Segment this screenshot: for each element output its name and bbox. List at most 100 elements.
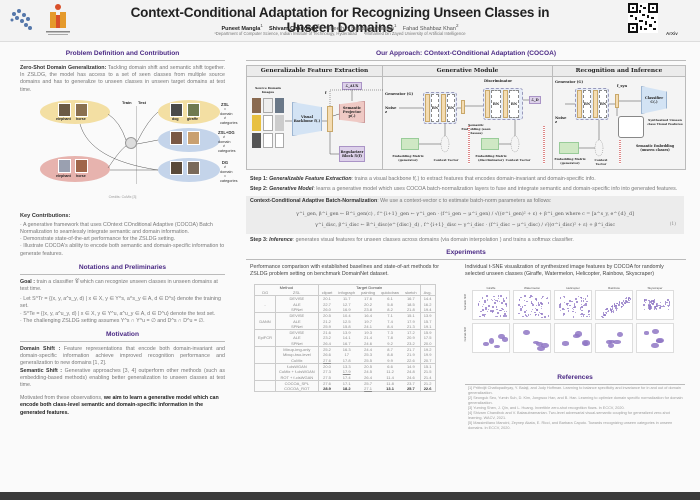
tsne-point <box>535 304 538 307</box>
tsne-point <box>624 297 627 300</box>
tsne-point <box>538 304 540 306</box>
tsne-point <box>649 307 651 309</box>
tsne-point <box>605 308 608 311</box>
tsne-point <box>477 303 480 305</box>
dog-art-image <box>170 130 183 145</box>
value-cell: 8.4 <box>387 323 393 329</box>
tsne-point <box>666 301 668 304</box>
value-cell: 22.7 <box>323 301 331 307</box>
zsl-method-cell: CuMix <box>275 357 319 364</box>
tsne-point <box>628 301 630 304</box>
tsne-point <box>524 295 526 297</box>
tsne-point <box>654 307 657 309</box>
reference-item: [2] Seonguk Seo, Yumin Suh, D. Kim, Jong… <box>468 395 683 405</box>
tsne-point <box>644 301 647 304</box>
panel3-arrows <box>565 100 641 157</box>
tsne-point <box>605 312 608 314</box>
tsne-point <box>562 308 564 310</box>
tsne-point <box>664 301 667 303</box>
tsne-point <box>656 303 659 306</box>
tsne-point <box>616 307 619 310</box>
value-cell: 21.4 <box>423 374 432 380</box>
value-cell: 22.6 <box>423 386 432 392</box>
tsne-point <box>484 313 486 316</box>
image-label: horse <box>76 173 86 178</box>
context-vector-label: Context Vector <box>505 158 531 162</box>
value-cell: 20.9 <box>402 335 421 341</box>
horse-sketch-image <box>75 158 88 173</box>
value-cell: 12.7 <box>342 301 351 307</box>
arxiv-label[interactable]: ArXiv <box>666 31 678 36</box>
value-cell: 18.5 <box>402 301 421 307</box>
value-cell: 7.4 <box>387 318 393 324</box>
tsne-point <box>522 315 524 318</box>
tsne-point <box>540 305 543 308</box>
key-contributions-heading: Key Contributions: <box>20 212 71 219</box>
zsl-method-cell: Mixup-two-level <box>275 352 319 358</box>
tsne-point <box>618 304 620 306</box>
tsne-point <box>573 302 576 305</box>
column-header: ZSL <box>275 290 319 296</box>
value-cell: 13.1 <box>386 386 394 392</box>
tsne-point <box>643 300 646 302</box>
f-syn-label: f_syn <box>617 84 628 88</box>
synthesized-feature <box>615 94 619 108</box>
figure-credits: Credits: CuMix [3] <box>108 194 137 199</box>
motivation-conclusion: Motivated from these observations, we ai… <box>20 395 225 417</box>
author-name: Shivam Chandhok <box>269 25 317 32</box>
tsne-point <box>611 306 614 308</box>
value-cell: 19.2 <box>423 347 432 353</box>
cocoa-bn-box: Context-Conditional Adaptive Batch-Norma… <box>246 196 684 234</box>
tsne-cluster <box>541 343 549 349</box>
tsne-point <box>647 305 650 307</box>
noise-label: Noise z <box>385 106 397 115</box>
tsne-point <box>503 300 505 302</box>
method-steps: Step 1: Generalizable Feature Extraction… <box>246 176 684 244</box>
tsne-point <box>621 302 623 304</box>
tsne-point <box>559 297 562 299</box>
tsne-point <box>662 304 665 307</box>
value-cell: 12.5 <box>342 318 351 324</box>
tsne-point <box>529 296 531 299</box>
notation-item: Let S^Tr = {(x, y, a^s_y, d) | x ∈ X, y … <box>20 296 225 310</box>
tsne-point <box>540 312 542 315</box>
synthesized-features-label: Synthesized Unseen class Visual Features <box>647 118 683 127</box>
tsne-point <box>579 313 582 316</box>
step-2: Step 2: Generative Model: learns a gener… <box>250 186 678 193</box>
value-cell: 17.4 <box>342 374 351 380</box>
image-label: giraffe <box>187 116 198 121</box>
value-cell: 20.5 <box>323 313 331 319</box>
tsne-cluster <box>536 342 544 347</box>
reference-item: [1] Prithvijit Chattopadhyay, Y. Balaji,… <box>468 385 681 395</box>
elephant-sketch-image <box>58 158 71 173</box>
value-cell: 28.9 <box>323 386 331 392</box>
value-cell: 21.2 <box>423 380 432 386</box>
tsne-point <box>650 300 653 302</box>
tsne-point <box>518 299 521 301</box>
references-list: [1] Prithvijit Chattopadhyay, Y. Balaji,… <box>468 386 683 431</box>
tsne-point <box>567 307 569 310</box>
value-cell: 13.9 <box>423 313 432 319</box>
gen-layer <box>425 94 430 122</box>
value-cell: 21.6 <box>323 330 331 336</box>
tsne-point <box>610 305 613 308</box>
tsne-point <box>606 310 609 313</box>
left-column: Problem Definition and Contribution Zero… <box>20 50 238 417</box>
value-cell: 8.7 <box>387 347 393 353</box>
tsne-plot: Giraffe <box>472 286 510 320</box>
qr-code-icon[interactable] <box>628 3 658 33</box>
tsne-caption: Individual t-SNE visualization of synthe… <box>465 263 664 278</box>
value-cell: 27.3 <box>323 369 331 375</box>
tsne-point <box>524 314 527 316</box>
value-cell: 11.8 <box>386 380 394 386</box>
table-caption: Performance comparison with established … <box>250 263 440 278</box>
domain-shift-paragraph: Domain Shift : Feature representations t… <box>20 346 225 368</box>
gen-bn-block: BN <box>431 94 439 122</box>
value-cell: 17.8 <box>342 357 351 363</box>
